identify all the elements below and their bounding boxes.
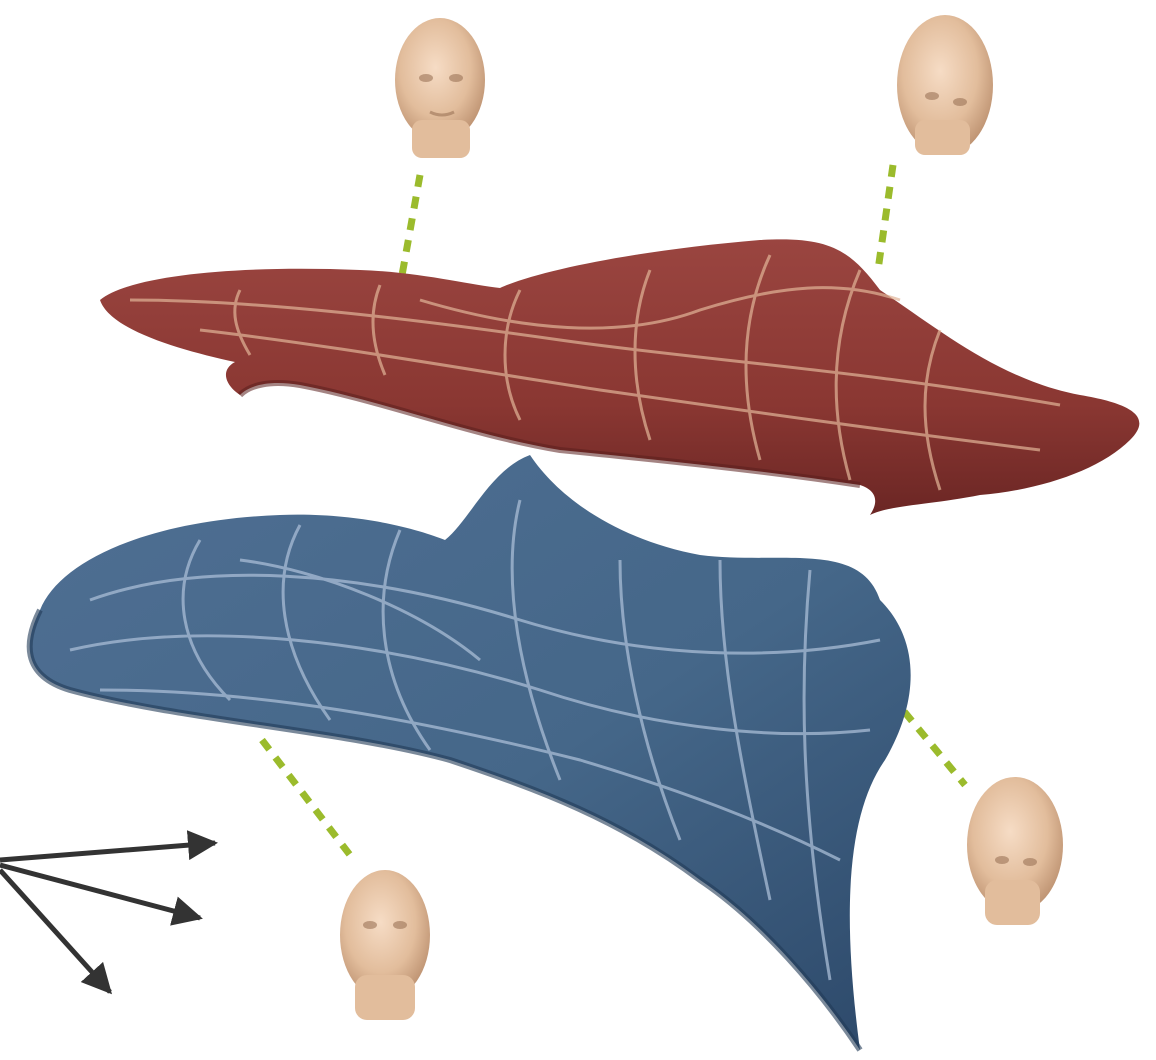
axis-arrows (0, 843, 215, 992)
face-head-top-left (395, 18, 485, 158)
connector-top-right (878, 165, 893, 270)
blue-manifold-surface (30, 455, 911, 1050)
face-head-top-right (897, 15, 993, 155)
face-head-bottom-right (967, 777, 1063, 925)
arrow-2 (0, 865, 200, 918)
connector-bottom-left (262, 740, 350, 855)
red-manifold-surface (100, 239, 1139, 515)
arrow-1 (0, 843, 215, 860)
face-head-bottom-left (340, 870, 430, 1020)
